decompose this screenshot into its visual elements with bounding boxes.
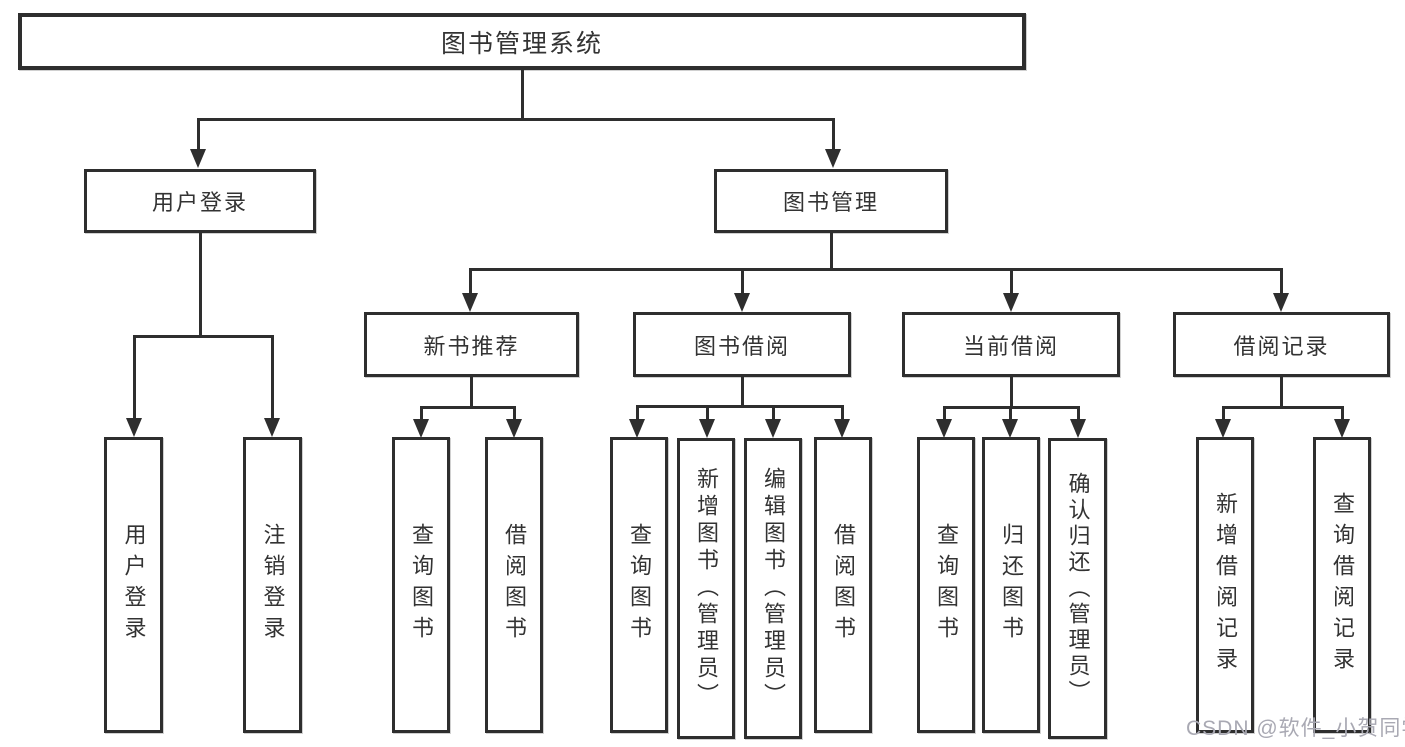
connector-line (741, 268, 744, 296)
arrow-down-icon (629, 419, 645, 438)
connector-line (772, 405, 775, 420)
leaf-borrow-books-recommend: 借阅图书 (485, 437, 543, 733)
leaf-user-login: 用户登录 (104, 437, 163, 733)
leaf-edit-books-admin: 编辑图书（管理员） (744, 438, 802, 739)
connector-line (197, 118, 835, 121)
connector-line (1280, 268, 1283, 296)
node-root-system: 图书管理系统 (18, 13, 1026, 70)
connector-line (1077, 406, 1080, 420)
leaf-user-login-label: 用户登录 (121, 523, 147, 647)
leaf-borrow-books: 借阅图书 (814, 437, 872, 733)
connector-line (133, 335, 136, 421)
arrow-down-icon (462, 293, 478, 312)
connector-line (741, 377, 744, 407)
arrow-down-icon (1003, 293, 1019, 312)
node-book-borrow-label: 图书借阅 (693, 333, 790, 359)
connector-line (197, 118, 200, 152)
leaf-query-borrow-record-label: 查询借阅记录 (1330, 492, 1355, 678)
leaf-confirm-return-admin: 确认归还（管理员） (1048, 438, 1107, 739)
connector-line (832, 118, 835, 152)
leaf-add-books-admin: 新增图书（管理员） (677, 438, 735, 739)
arrow-down-icon (699, 419, 715, 438)
node-borrow-records-label: 借阅记录 (1233, 333, 1330, 359)
connector-line (1010, 268, 1013, 296)
leaf-return-books: 归还图书 (982, 437, 1040, 733)
node-book-management-label: 图书管理 (782, 190, 879, 215)
arrow-down-icon (936, 419, 952, 438)
leaf-add-borrow-record-label: 新增借阅记录 (1213, 492, 1238, 678)
node-borrow-records: 借阅记录 (1173, 312, 1390, 377)
node-new-book-recommend-label: 新书推荐 (423, 333, 520, 359)
arrow-down-icon (834, 419, 850, 438)
connector-line (469, 268, 1282, 271)
leaf-query-books-recommend-label: 查询图书 (409, 523, 434, 647)
leaf-query-books-borrow: 查询图书 (610, 437, 668, 733)
leaf-query-books-recommend: 查询图书 (392, 437, 450, 733)
node-user-login: 用户登录 (84, 169, 316, 233)
arrow-down-icon (1334, 419, 1350, 438)
arrow-down-icon (1070, 419, 1086, 438)
arrow-down-icon (1273, 293, 1289, 312)
connector-line (420, 406, 516, 409)
connector-line (636, 405, 639, 420)
connector-line (830, 233, 833, 270)
leaf-query-borrow-record: 查询借阅记录 (1313, 437, 1371, 733)
connector-line (271, 335, 274, 421)
node-new-book-recommend: 新书推荐 (364, 312, 579, 377)
connector-line (470, 377, 473, 408)
arrow-down-icon (126, 418, 142, 437)
arrow-down-icon (765, 419, 781, 438)
arrow-down-icon (506, 419, 522, 438)
arrow-down-icon (825, 149, 841, 168)
leaf-logout-label: 注销登录 (260, 523, 286, 647)
node-book-borrow: 图书借阅 (633, 312, 851, 377)
leaf-logout: 注销登录 (243, 437, 302, 733)
connector-line (1341, 406, 1344, 420)
connector-line (513, 406, 516, 420)
arrow-down-icon (413, 419, 429, 438)
node-book-management: 图书管理 (714, 169, 948, 233)
leaf-add-borrow-record: 新增借阅记录 (1196, 437, 1254, 733)
arrow-down-icon (264, 418, 280, 437)
arrow-down-icon (190, 149, 206, 168)
leaf-borrow-books-label: 借阅图书 (831, 523, 856, 647)
node-root-label: 图书管理系统 (440, 29, 603, 58)
node-current-borrow-label: 当前借阅 (962, 333, 1059, 359)
leaf-return-books-label: 归还图书 (999, 523, 1024, 647)
connector-line (199, 233, 202, 337)
arrow-down-icon (734, 293, 750, 312)
connector-line (1009, 406, 1012, 420)
connector-line (943, 406, 946, 420)
connector-line (1222, 406, 1344, 409)
connector-line (636, 405, 844, 408)
arrow-down-icon (1002, 419, 1018, 438)
leaf-query-books-borrow-label: 查询图书 (627, 523, 652, 647)
leaf-borrow-books-recommend-label: 借阅图书 (502, 523, 527, 647)
leaf-confirm-return-admin-label: 确认归还（管理员） (1065, 471, 1091, 706)
leaf-query-books-current: 查询图书 (917, 437, 975, 733)
arrow-down-icon (1215, 419, 1231, 438)
connector-line (706, 405, 709, 420)
leaf-add-books-admin-label: 新增图书（管理员） (694, 467, 719, 710)
connector-line (1280, 377, 1283, 408)
node-user-login-label: 用户登录 (151, 190, 248, 215)
csdn-watermark: CSDN @软件_小贺同学 (1186, 717, 1405, 740)
connector-line (469, 268, 472, 296)
connector-line (420, 406, 423, 420)
leaf-query-books-current-label: 查询图书 (934, 523, 959, 647)
connector-line (521, 70, 524, 120)
connector-line (1010, 377, 1013, 408)
leaf-edit-books-admin-label: 编辑图书（管理员） (761, 467, 786, 710)
connector-line (133, 335, 274, 338)
node-current-borrow: 当前借阅 (902, 312, 1120, 377)
connector-line (841, 405, 844, 420)
connector-line (1222, 406, 1225, 420)
